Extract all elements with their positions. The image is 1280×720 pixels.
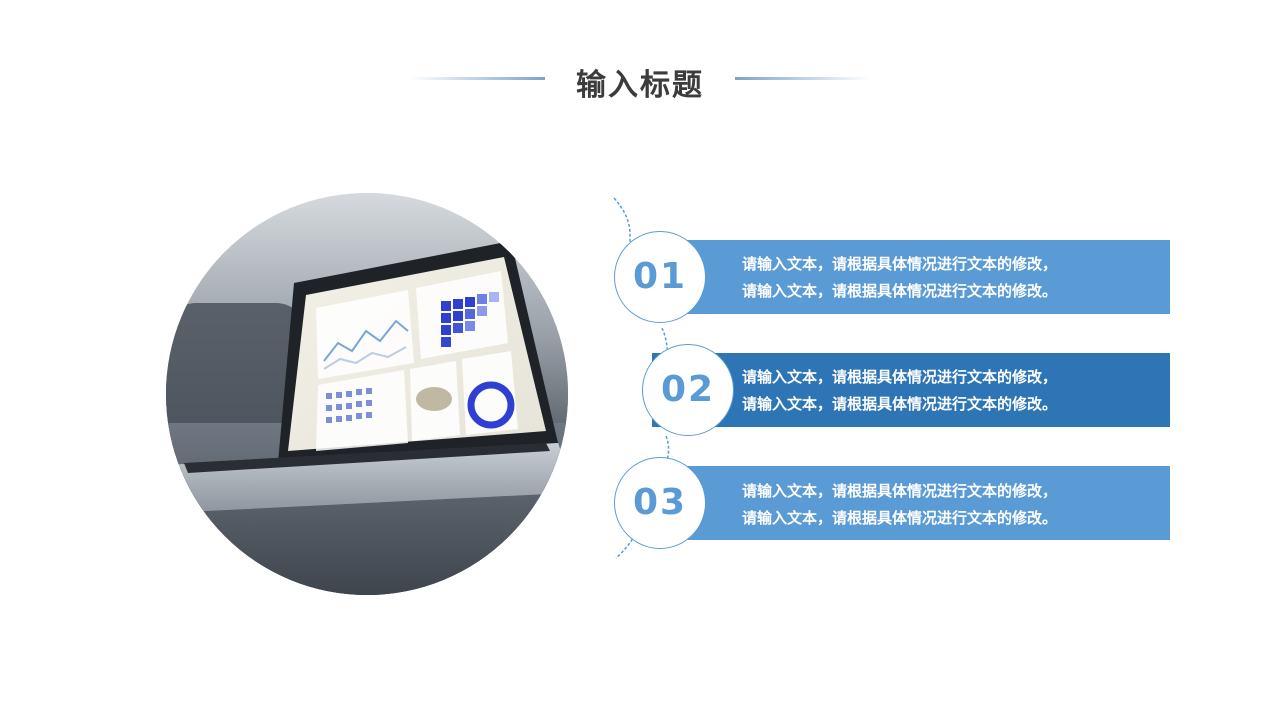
title-decor-line-right (735, 77, 870, 80)
item-1-line-1: 请输入文本，请根据具体情况进行文本的修改， (742, 255, 1058, 273)
title-decor-line-left (410, 77, 545, 80)
item-number-3: 03 (632, 482, 688, 523)
item-2-line-2: 请输入文本，请根据具体情况进行文本的修改。 (742, 395, 1058, 413)
item-bar-3[interactable] (652, 466, 1170, 540)
item-text-1[interactable]: 请输入文本，请根据具体情况进行文本的修改， 请输入文本，请根据具体情况进行文本的… (742, 251, 1162, 305)
item-bar-2[interactable] (652, 353, 1170, 427)
item-number-badge-2: 02 (642, 344, 734, 436)
title-bar: 输入标题 (0, 56, 1280, 106)
laptop-photo[interactable] (166, 193, 568, 595)
item-1-line-2: 请输入文本，请根据具体情况进行文本的修改。 (742, 282, 1058, 300)
item-number-1: 01 (632, 256, 688, 297)
item-number-badge-1: 01 (614, 231, 706, 323)
item-number-badge-3: 03 (614, 457, 706, 549)
item-3-line-1: 请输入文本，请根据具体情况进行文本的修改， (742, 482, 1058, 500)
item-text-3[interactable]: 请输入文本，请根据具体情况进行文本的修改， 请输入文本，请根据具体情况进行文本的… (742, 478, 1162, 532)
slide-title[interactable]: 输入标题 (576, 68, 704, 103)
item-number-2: 02 (660, 369, 716, 410)
item-text-2[interactable]: 请输入文本，请根据具体情况进行文本的修改， 请输入文本，请根据具体情况进行文本的… (742, 364, 1162, 418)
item-2-line-1: 请输入文本，请根据具体情况进行文本的修改， (742, 368, 1058, 386)
laptop-dashboard-icon (166, 193, 568, 595)
item-3-line-2: 请输入文本，请根据具体情况进行文本的修改。 (742, 509, 1058, 527)
item-bar-1[interactable] (652, 240, 1170, 314)
